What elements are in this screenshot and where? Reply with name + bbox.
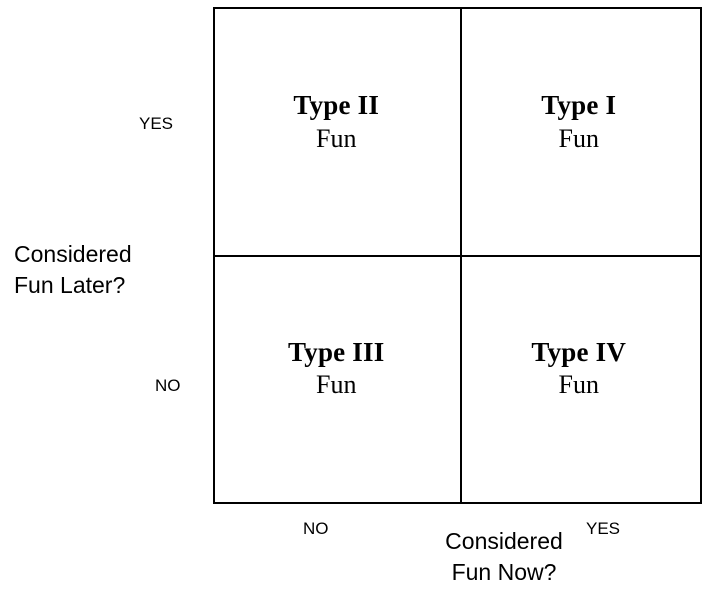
horizontal-divider [215, 255, 700, 257]
quadrant-subtitle: Fun [316, 370, 357, 400]
y-axis-title: Considered Fun Later? [14, 239, 204, 301]
x-axis-title-line1: Considered [445, 528, 563, 554]
quadrant-subtitle: Fun [558, 123, 599, 153]
quadrant-title: Type I [541, 90, 617, 120]
quadrant-type-iv: Type IV Fun [458, 256, 701, 503]
quadrant-matrix: Type II Fun Type I Fun Type III Fun Type… [213, 7, 702, 504]
y-axis-title-line1: Considered [14, 241, 132, 267]
x-axis-title: Considered Fun Now? [404, 526, 604, 588]
quadrant-title: Type IV [531, 336, 627, 367]
y-axis-high-label: YES [139, 114, 174, 133]
x-axis-low-label: NO [303, 519, 329, 538]
quadrant-type-i: Type I Fun [458, 9, 701, 256]
quadrant-subtitle: Fun [316, 123, 357, 153]
y-axis-low-label: NO [155, 376, 181, 395]
quadrant-type-ii: Type II Fun [215, 9, 458, 256]
quadrant-subtitle: Fun [558, 370, 599, 400]
quadrant-title: Type III [288, 336, 385, 367]
x-axis-high-label: YES [586, 519, 621, 538]
y-axis-title-line2: Fun Later? [14, 272, 126, 299]
quadrant-title: Type II [293, 90, 380, 120]
quadrant-type-iii: Type III Fun [215, 256, 458, 503]
x-axis-title-line2: Fun Now? [451, 559, 557, 586]
